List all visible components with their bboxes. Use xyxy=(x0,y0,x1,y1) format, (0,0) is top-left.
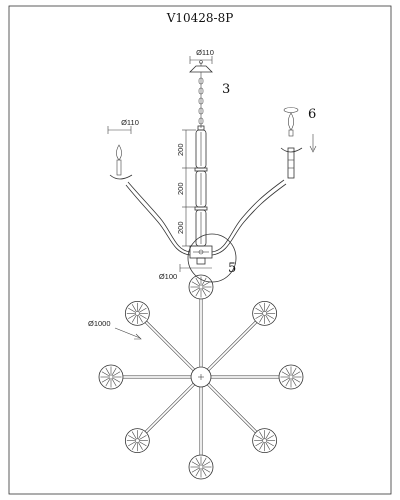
plan-cup-3 xyxy=(278,364,304,390)
right-bulb-detail xyxy=(283,107,299,137)
hub-dia-label: Ø100 xyxy=(159,272,177,281)
plan-cup-7 xyxy=(98,364,124,390)
plan-arm-2 xyxy=(207,300,278,371)
plan-arm-1 xyxy=(188,274,214,367)
seg3-label: 200 xyxy=(176,221,185,234)
canopy xyxy=(189,60,213,73)
cup-left-dia-label: Ø110 xyxy=(121,118,139,127)
seg2-label: 200 xyxy=(176,182,185,195)
plan-cup-5 xyxy=(188,454,214,480)
down-arrow-icon xyxy=(309,134,317,153)
span-dimension: Ø1000 xyxy=(88,319,142,340)
hub-dimension: Ø100 xyxy=(159,264,212,281)
left-cup-dimension: Ø110 xyxy=(107,118,139,134)
drawing-title: V10428-8P xyxy=(166,11,234,25)
span-dia-label: Ø1000 xyxy=(88,319,111,328)
plan-hub xyxy=(190,366,212,388)
seg1-label: 200 xyxy=(176,143,185,156)
left-flame-bulb xyxy=(116,144,122,161)
plan-arm-8 xyxy=(124,300,195,371)
plan-arms xyxy=(98,274,304,480)
left-arm xyxy=(109,144,191,256)
hub xyxy=(189,245,213,265)
chain xyxy=(197,72,205,131)
stem-dimensions: 200 200 200 xyxy=(176,129,196,247)
plan-cup-2 xyxy=(252,300,278,326)
hub-callout: 5 xyxy=(228,261,236,276)
plan-arm-6 xyxy=(124,383,195,454)
elevation-view: Ø110 3 xyxy=(107,48,317,283)
canopy-dimension: Ø110 xyxy=(189,48,214,64)
plan-arm-7 xyxy=(98,364,191,390)
stem xyxy=(194,129,208,247)
plan-arm-5 xyxy=(188,387,214,480)
plan-arm-3 xyxy=(211,364,304,390)
plan-cup-8 xyxy=(124,300,150,326)
plan-cup-1 xyxy=(188,274,214,300)
plan-cup-6 xyxy=(124,428,150,454)
right-flame-bulb xyxy=(288,112,294,131)
plan-cup-4 xyxy=(252,428,278,454)
sheet-border xyxy=(8,5,392,495)
plan-view: Ø1000 xyxy=(88,274,304,480)
right-arm xyxy=(211,147,303,256)
bulb-callout: 6 xyxy=(308,107,316,122)
canopy-dia-label: Ø110 xyxy=(196,48,214,57)
canopy-callout: 3 xyxy=(222,82,230,97)
plan-arm-4 xyxy=(207,383,278,454)
